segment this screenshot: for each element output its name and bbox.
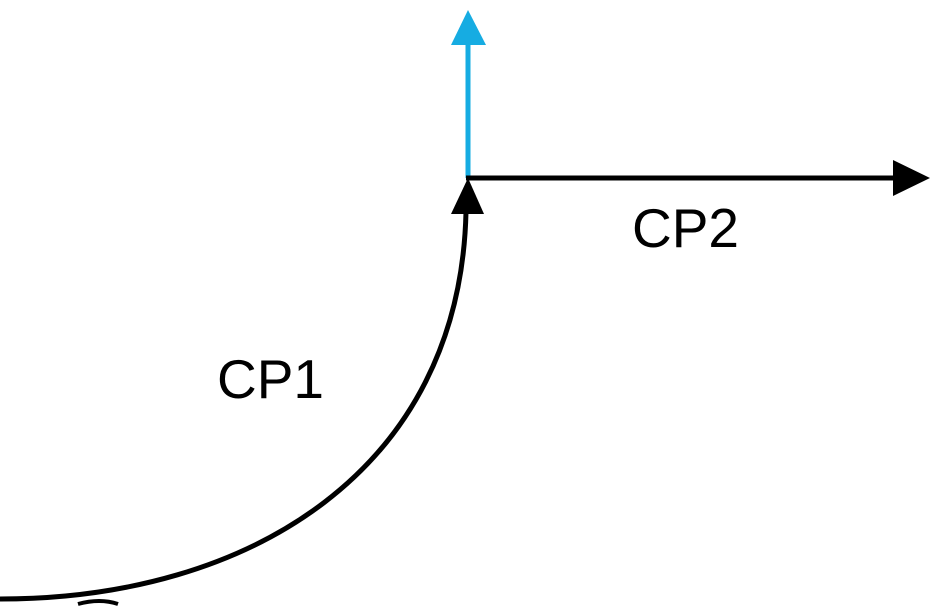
cp2-arrowhead <box>893 160 930 196</box>
cp2-label: CP2 <box>632 197 739 259</box>
cp1-arrowhead <box>451 178 484 214</box>
cp1-curve-arrow <box>0 178 484 602</box>
bottom-partial-arc <box>77 599 119 606</box>
cp2-horizontal-arrow <box>466 160 930 196</box>
vertical-arrowhead <box>451 10 486 45</box>
cp1-curve <box>0 209 469 602</box>
vertical-arrow <box>451 10 486 178</box>
cp1-label: CP1 <box>217 348 324 410</box>
